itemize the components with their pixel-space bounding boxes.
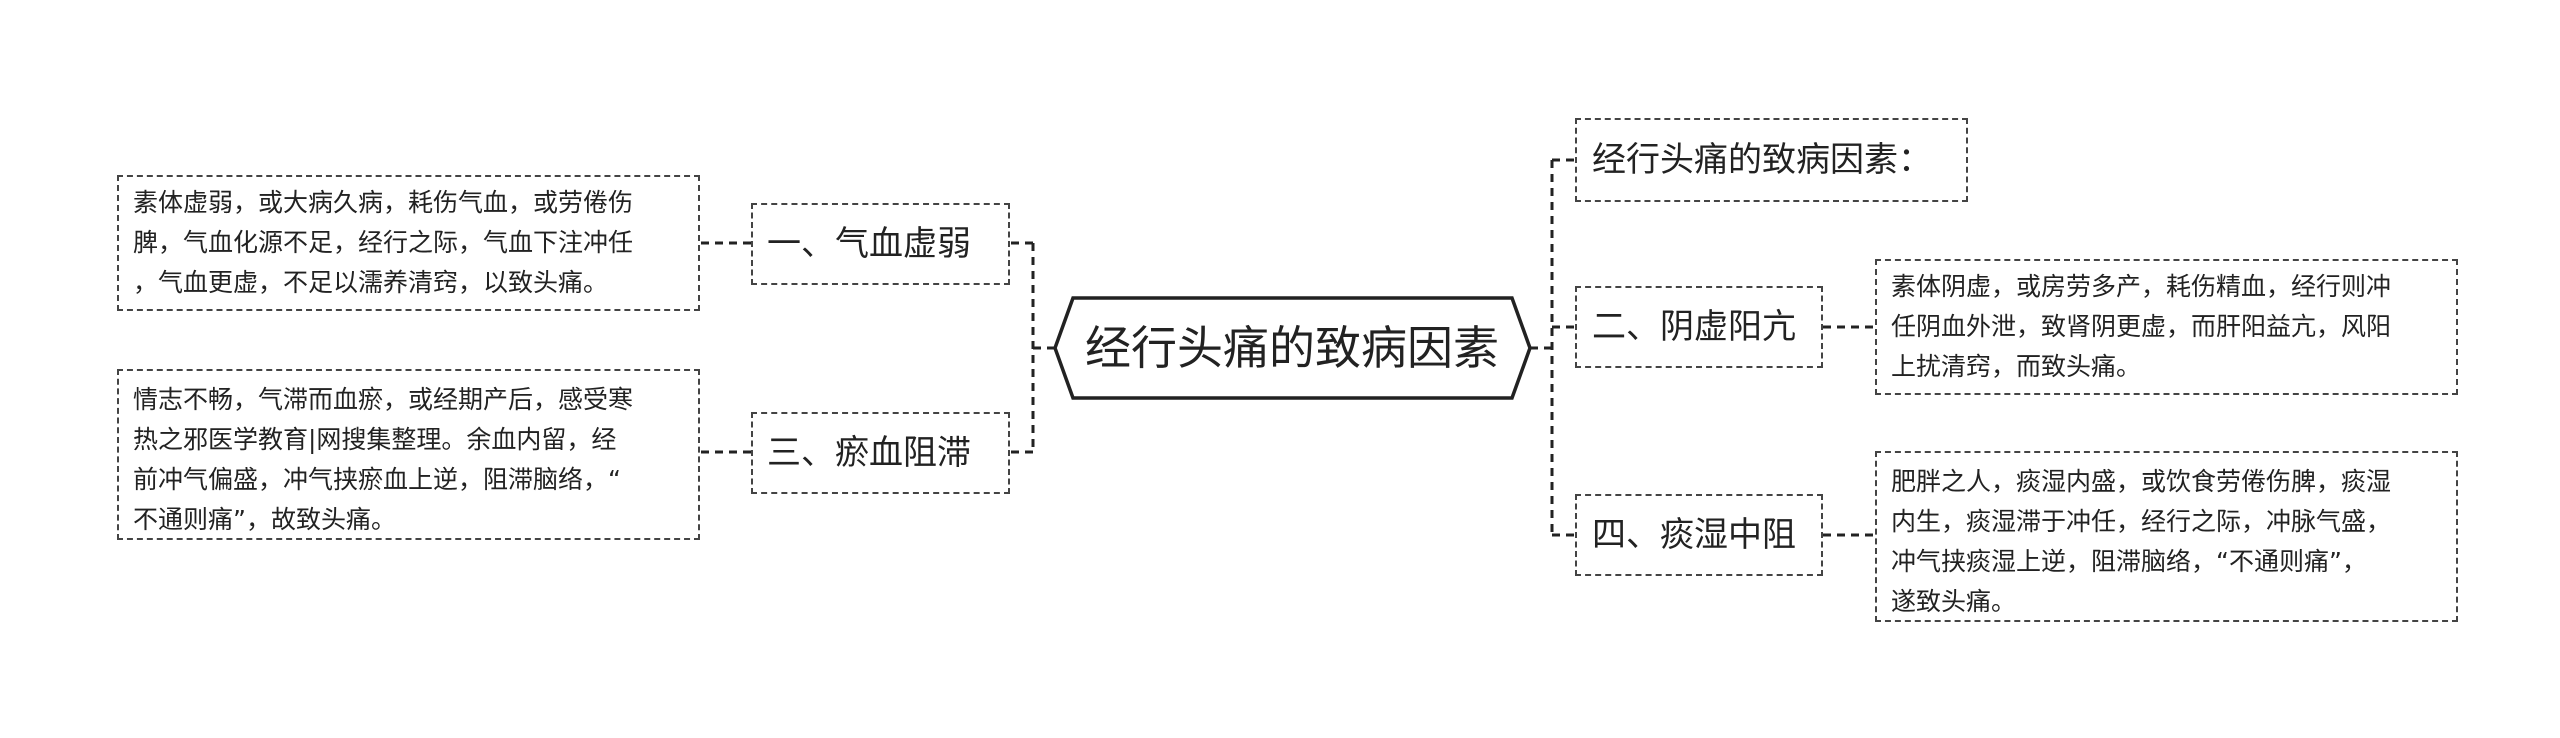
detail-node-yinxu-yangkang[interactable] — [1875, 259, 2458, 395]
branch-label: 一、气血虚弱 — [767, 224, 971, 264]
root-node-label: 经行头痛的致病因素 — [1085, 321, 1499, 375]
root-node-shape[interactable] — [1053, 296, 1532, 400]
detail-node-yuxue-zuzhi[interactable] — [117, 369, 700, 540]
detail-text: 素体虚弱，或大病久病，耗伤气血，或劳倦伤 脾，气血化源不足，经行之际，气血下注冲… — [133, 188, 634, 297]
detail-text: 情志不畅，气滞而血瘀，或经期产后，感受寒 热之邪医学教育|网搜集整理。余血内留，… — [133, 385, 634, 534]
branch-label: 四、痰湿中阻 — [1592, 515, 1796, 555]
branch-label: 二、阴虚阳亢 — [1592, 307, 1796, 347]
detail-text: 肥胖之人，痰湿内盛，或饮食劳倦伤脾，痰湿 内生，痰湿滞于冲任，经行之际，冲脉气盛… — [1891, 467, 2392, 616]
detail-node-tanshi-zhongzu[interactable] — [1875, 451, 2458, 622]
branch-node-tanshi-zhongzu[interactable] — [1575, 494, 1823, 576]
detail-node-qixue-xuruo[interactable] — [117, 175, 700, 311]
detail-text: 素体阴虚，或房劳多产，耗伤精血，经行则冲 任阴血外泄，致肾阴更虚，而肝阳益亢，风… — [1891, 272, 2392, 381]
branch-node-qixue-xuruo[interactable] — [751, 203, 1010, 285]
branch-label: 经行头痛的致病因素： — [1592, 140, 1932, 180]
branch-node-yinxu-yangkang[interactable] — [1575, 286, 1823, 368]
branch-node-heading[interactable] — [1575, 118, 1968, 202]
branch-label: 三、瘀血阻滞 — [767, 433, 971, 473]
branch-node-yuxue-zuzhi[interactable] — [751, 412, 1010, 494]
